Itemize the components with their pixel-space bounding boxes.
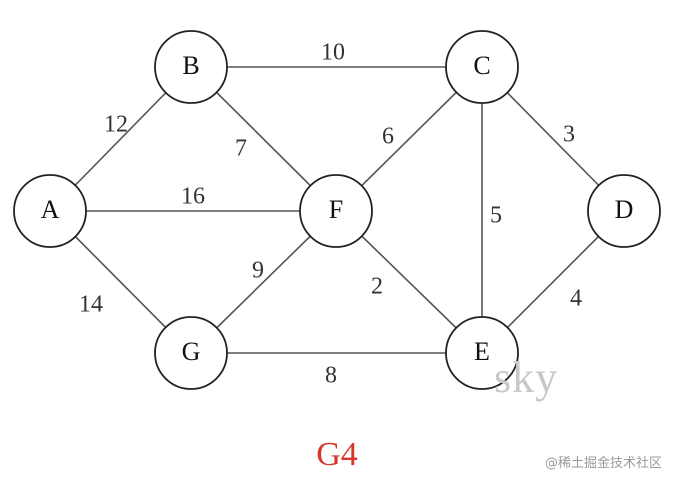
edge-weight-f-e: 2 [371,274,383,300]
watermark-text: sky [494,353,559,402]
node-label-d: D [615,195,634,224]
source-credit: @稀土掘金技术社区 [544,456,662,471]
node-circle-c [445,30,519,104]
edge-weight-g-f: 9 [252,258,264,284]
figure-caption: G4 [316,436,358,473]
edge-weight-a-f: 16 [181,184,205,210]
node-f: F [299,174,373,248]
edge-weight-a-b: 12 [104,112,128,138]
edge-weight-f-c: 6 [382,124,394,150]
node-label-f: F [329,195,343,224]
node-g: G [154,316,228,390]
edge-weight-b-f: 7 [235,136,247,162]
node-circle-e [445,316,519,390]
edge-weight-c-e: 5 [490,203,502,229]
node-circle-f [299,174,373,248]
edge-weights: 12 10 7 16 6 3 5 14 9 2 4 8 [79,40,582,389]
node-c: C [445,30,519,104]
edge-weight-a-g: 14 [79,292,103,318]
node-circle-b [154,30,228,104]
edge-weight-c-d: 3 [563,122,575,148]
edge-weight-d-e: 4 [570,286,582,312]
node-circle-g [154,316,228,390]
node-label-a: A [41,195,60,224]
node-circle-a [13,174,87,248]
node-circle-d [587,174,661,248]
node-label-e: E [474,337,490,366]
node-label-c: C [473,51,490,80]
node-b: B [154,30,228,104]
node-label-g: G [182,337,201,366]
node-e: E [445,316,519,390]
edge-weight-b-c: 10 [321,40,345,66]
node-a: A [13,174,87,248]
graph-nodes: A B C D E F G [13,30,661,390]
edge-weight-g-e: 8 [325,363,337,389]
node-label-b: B [182,51,199,80]
node-d: D [587,174,661,248]
